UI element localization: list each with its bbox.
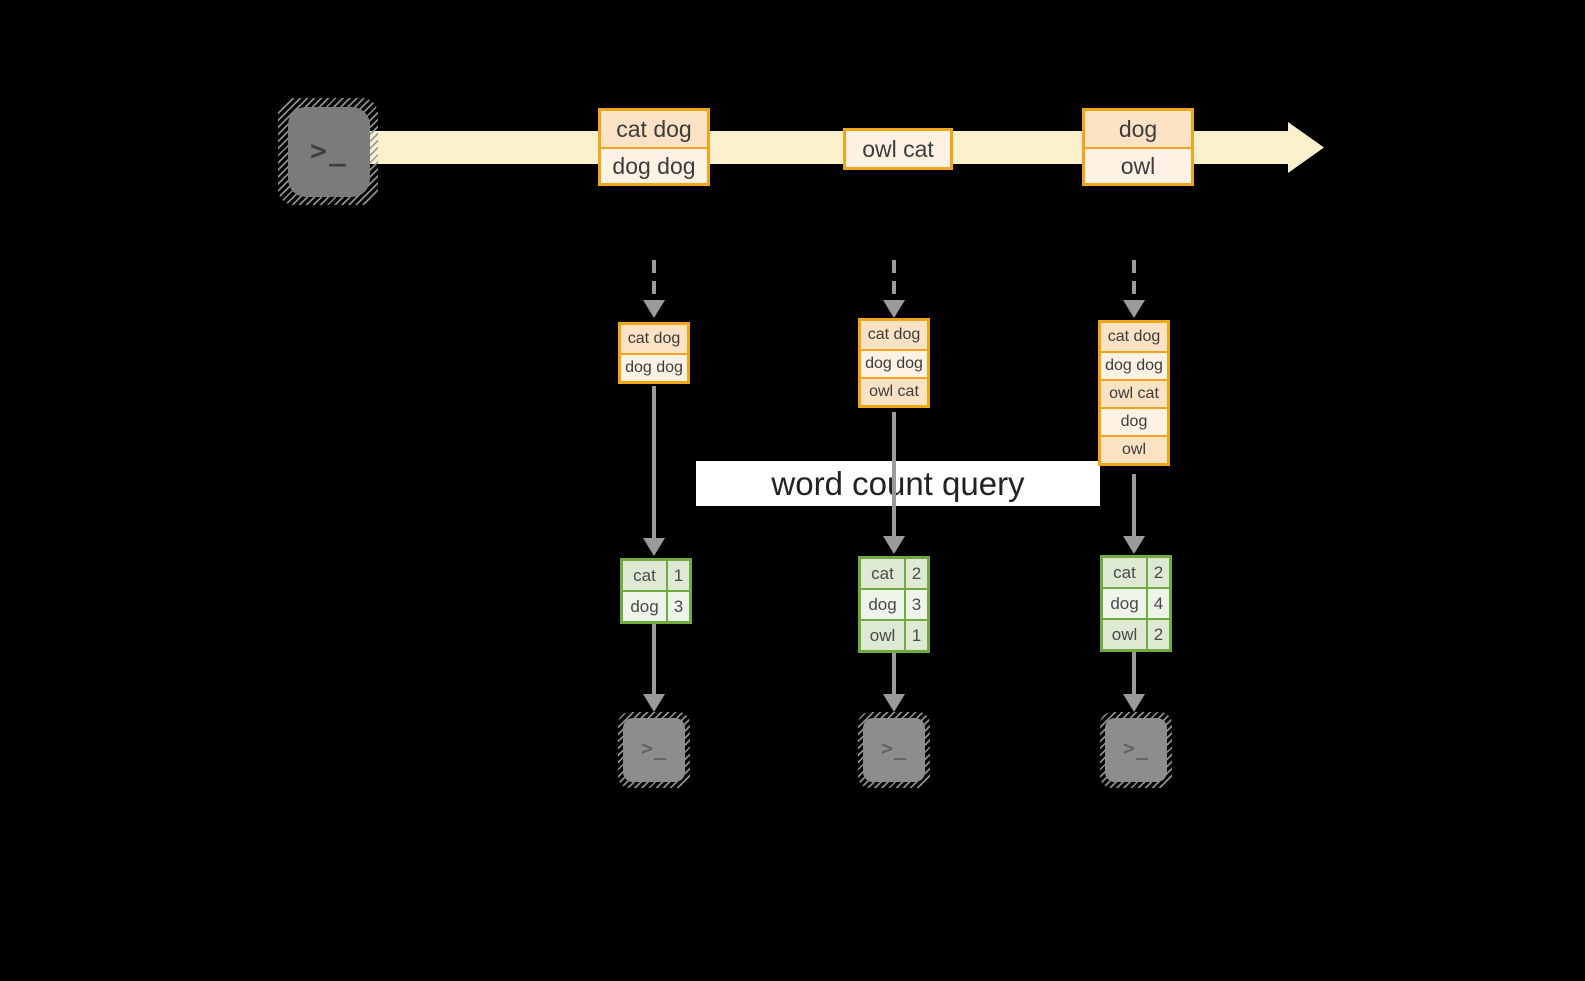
dashed-arrow-line: [1132, 260, 1136, 300]
query-label-text: word count query: [771, 464, 1025, 502]
input-record: cat dog: [1101, 323, 1167, 351]
arrow-line: [892, 653, 896, 696]
arrow-down-icon: [883, 694, 905, 712]
terminal-prompt-glyph: >_: [880, 736, 908, 760]
word-cell: cat: [1103, 558, 1146, 587]
input-record: dog dog: [621, 353, 687, 381]
input-record: owl cat: [1101, 379, 1167, 407]
arrow-down-icon: [643, 694, 665, 712]
input-record: cat dog: [621, 325, 687, 353]
arrow-down-icon: [1123, 694, 1145, 712]
count-cell: 2: [1148, 620, 1169, 649]
input-record: dog: [1101, 407, 1167, 435]
word-cell: dog: [861, 590, 904, 619]
input-record: dog dog: [1101, 351, 1167, 379]
terminal-prompt-glyph: >_: [640, 736, 668, 760]
stream-timeline-arrowhead-icon: [1288, 122, 1324, 173]
terminal-icon: >_: [623, 718, 685, 782]
arrow-down-icon: [883, 300, 905, 318]
count-cell: 2: [906, 559, 927, 588]
input-record: dog dog: [861, 349, 927, 377]
count-cell: 3: [668, 592, 689, 621]
dashed-arrow-line: [892, 260, 896, 300]
input-record: cat dog: [861, 321, 927, 349]
query-label: word count query: [696, 461, 1100, 506]
count-cell: 1: [668, 561, 689, 590]
terminal-icon: >_: [288, 107, 370, 197]
arrow-line: [652, 624, 656, 696]
arrow-line: [1132, 652, 1136, 696]
count-cell: 4: [1148, 589, 1169, 618]
arrow-down-icon: [643, 300, 665, 318]
stream-record: owl cat: [846, 131, 950, 167]
dashed-arrow-line: [652, 260, 656, 300]
arrow-line: [892, 412, 896, 536]
word-cell: cat: [623, 561, 666, 590]
count-cell: 3: [906, 590, 927, 619]
word-cell: owl: [1103, 620, 1146, 649]
stream-record: owl: [1085, 147, 1191, 183]
arrow-down-icon: [1123, 536, 1145, 554]
arrow-line: [652, 386, 656, 538]
terminal-prompt-glyph: >_: [310, 133, 348, 167]
stream-record: dog dog: [601, 147, 707, 183]
word-cell: cat: [861, 559, 904, 588]
word-cell: dog: [1103, 589, 1146, 618]
input-record: owl cat: [861, 377, 927, 405]
count-cell: 1: [906, 621, 927, 650]
arrow-down-icon: [1123, 300, 1145, 318]
count-cell: 2: [1148, 558, 1169, 587]
arrow-down-icon: [643, 538, 665, 556]
stream-record: dog: [1085, 111, 1191, 147]
terminal-icon: >_: [863, 718, 925, 782]
stream-record: cat dog: [601, 111, 707, 147]
terminal-icon: >_: [1105, 718, 1167, 782]
word-cell: dog: [623, 592, 666, 621]
arrow-line: [1132, 474, 1136, 536]
stream-batch-2: owl cat: [843, 128, 953, 170]
terminal-prompt-glyph: >_: [1122, 736, 1150, 760]
arrow-down-icon: [883, 536, 905, 554]
input-record: owl: [1101, 435, 1167, 463]
word-cell: owl: [861, 621, 904, 650]
